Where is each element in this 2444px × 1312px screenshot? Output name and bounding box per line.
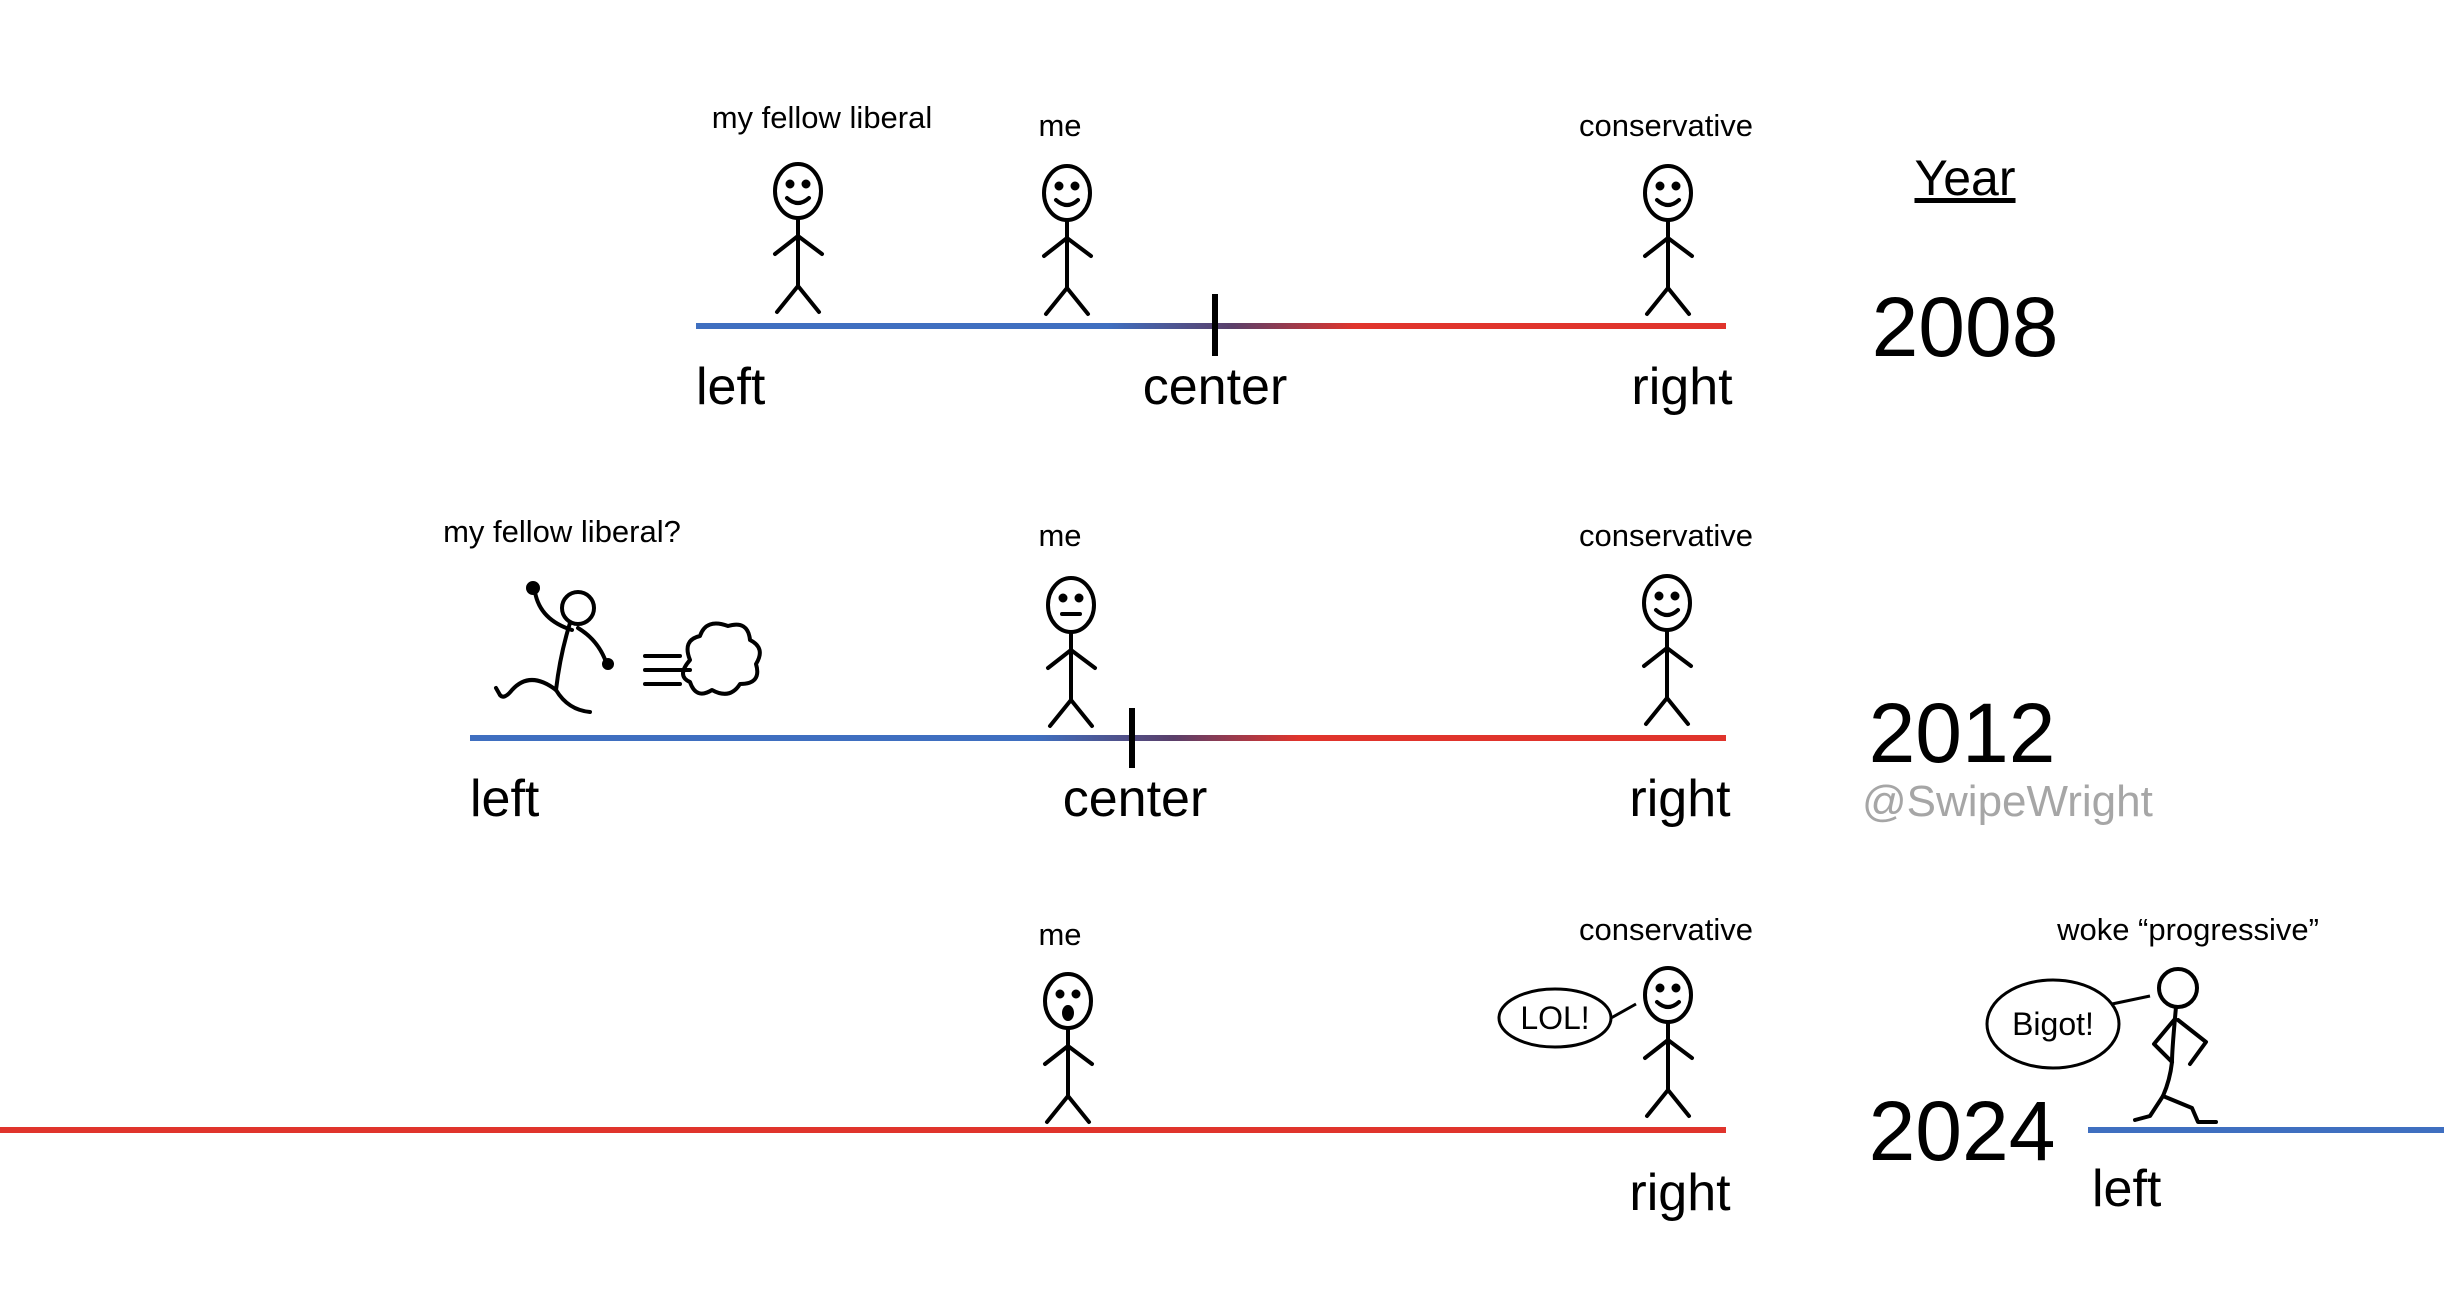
figure-label-me-2008: me (1038, 108, 1081, 143)
stick-figure-me-2012 (1046, 576, 1097, 728)
speech-text-bigot: Bigot! (2012, 1006, 2094, 1042)
figure-label-woke-progressive-2024: woke “progressive” (2056, 912, 2319, 947)
year-2024: 2024 (1869, 1084, 2056, 1178)
speech-bubble-lol: LOL! (1497, 987, 1637, 1049)
dust-cloud-icon (643, 621, 762, 696)
row-2024: right left 2024 me conservative LOL! wok… (0, 912, 2444, 1222)
year-2008: 2008 (1872, 280, 2059, 374)
stick-figure-conservative-2024 (1643, 966, 1694, 1118)
running-figure-fellow-liberal-2012 (494, 581, 614, 714)
year-heading: Year (1914, 150, 2015, 206)
figure-label-me-2012: me (1038, 518, 1081, 553)
axis-label-left-2012: left (470, 770, 540, 828)
watermark: @SwipeWright (1862, 777, 2153, 826)
axis-label-center-2012: center (1063, 770, 1208, 828)
axis-label-right-2012: right (1629, 770, 1731, 828)
figure-label-me-2024: me (1038, 917, 1081, 952)
axis-label-left-2024: left (2092, 1160, 2162, 1218)
figure-label-fellow-liberal-2012: my fellow liberal? (443, 514, 681, 549)
figure-label-fellow-liberal-2008: my fellow liberal (712, 100, 933, 135)
figure-label-conservative-2024: conservative (1579, 912, 1753, 947)
year-2012: 2012 (1869, 686, 2056, 780)
speech-bubble-bigot: Bigot! (1985, 978, 2151, 1070)
row-2012: left center right 2012 my fellow liberal… (443, 514, 2055, 828)
stick-figure-me-2024 (1043, 972, 1094, 1124)
speech-text-lol: LOL! (1520, 1000, 1589, 1036)
stick-figure-conservative-2012 (1642, 574, 1693, 726)
stick-figure-me-2008 (1042, 164, 1093, 316)
stick-figure-woke-progressive-2024 (2133, 967, 2218, 1124)
figure-label-conservative-2012: conservative (1579, 518, 1753, 553)
axis-label-right-2024: right (1629, 1164, 1731, 1222)
row-2008: left center right 2008 my fellow liberal… (696, 100, 2058, 416)
figure-label-conservative-2008: conservative (1579, 108, 1753, 143)
stick-figure-fellow-liberal-2008 (773, 162, 824, 314)
axis-label-left-2008: left (696, 358, 766, 416)
axis-label-right-2008: right (1631, 358, 1733, 416)
axis-label-center-2008: center (1143, 358, 1288, 416)
stick-figure-conservative-2008 (1643, 164, 1694, 316)
